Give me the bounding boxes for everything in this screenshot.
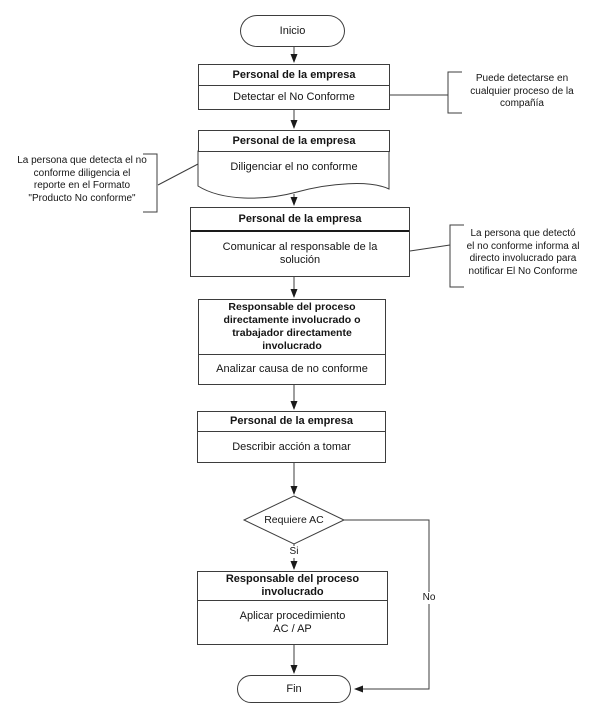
- no-path: [344, 519, 430, 693]
- step5-actor: Personal de la empresa: [198, 412, 385, 432]
- start-label: Inicio: [279, 25, 306, 37]
- step1-actor: Personal de la empresa: [199, 65, 389, 86]
- start-terminator: Inicio: [240, 15, 345, 47]
- decision-diamond: [242, 495, 346, 545]
- no-edge-label: No: [417, 592, 441, 604]
- end-terminator: Fin: [237, 675, 351, 703]
- step2-action: Diligenciar el no conforme: [230, 161, 358, 173]
- step4-action: Analizar causa de no conforme: [216, 363, 368, 375]
- end-label: Fin: [286, 683, 302, 695]
- note2-connector: [157, 163, 199, 186]
- step5-box: Personal de la empresa Describir acción …: [197, 411, 386, 463]
- note3-connector: [409, 244, 451, 252]
- step3-actor: Personal de la empresa: [191, 208, 409, 232]
- note1-bracket: [447, 71, 462, 114]
- step2-actor: Personal de la empresa: [198, 130, 390, 152]
- note2-bracket: [143, 153, 158, 213]
- step1-box: Personal de la empresa Detectar el No Co…: [198, 64, 390, 110]
- note3-bracket: [449, 224, 464, 288]
- document-shape: [197, 150, 390, 199]
- step1-action: Detectar el No Conforme: [233, 91, 355, 103]
- yes-edge-label: Si: [283, 546, 305, 558]
- step5-action: Describir acción a tomar: [232, 440, 351, 453]
- decision-label: Requiere AC: [264, 514, 324, 526]
- step3-box: Personal de la empresa Comunicar al resp…: [190, 207, 410, 277]
